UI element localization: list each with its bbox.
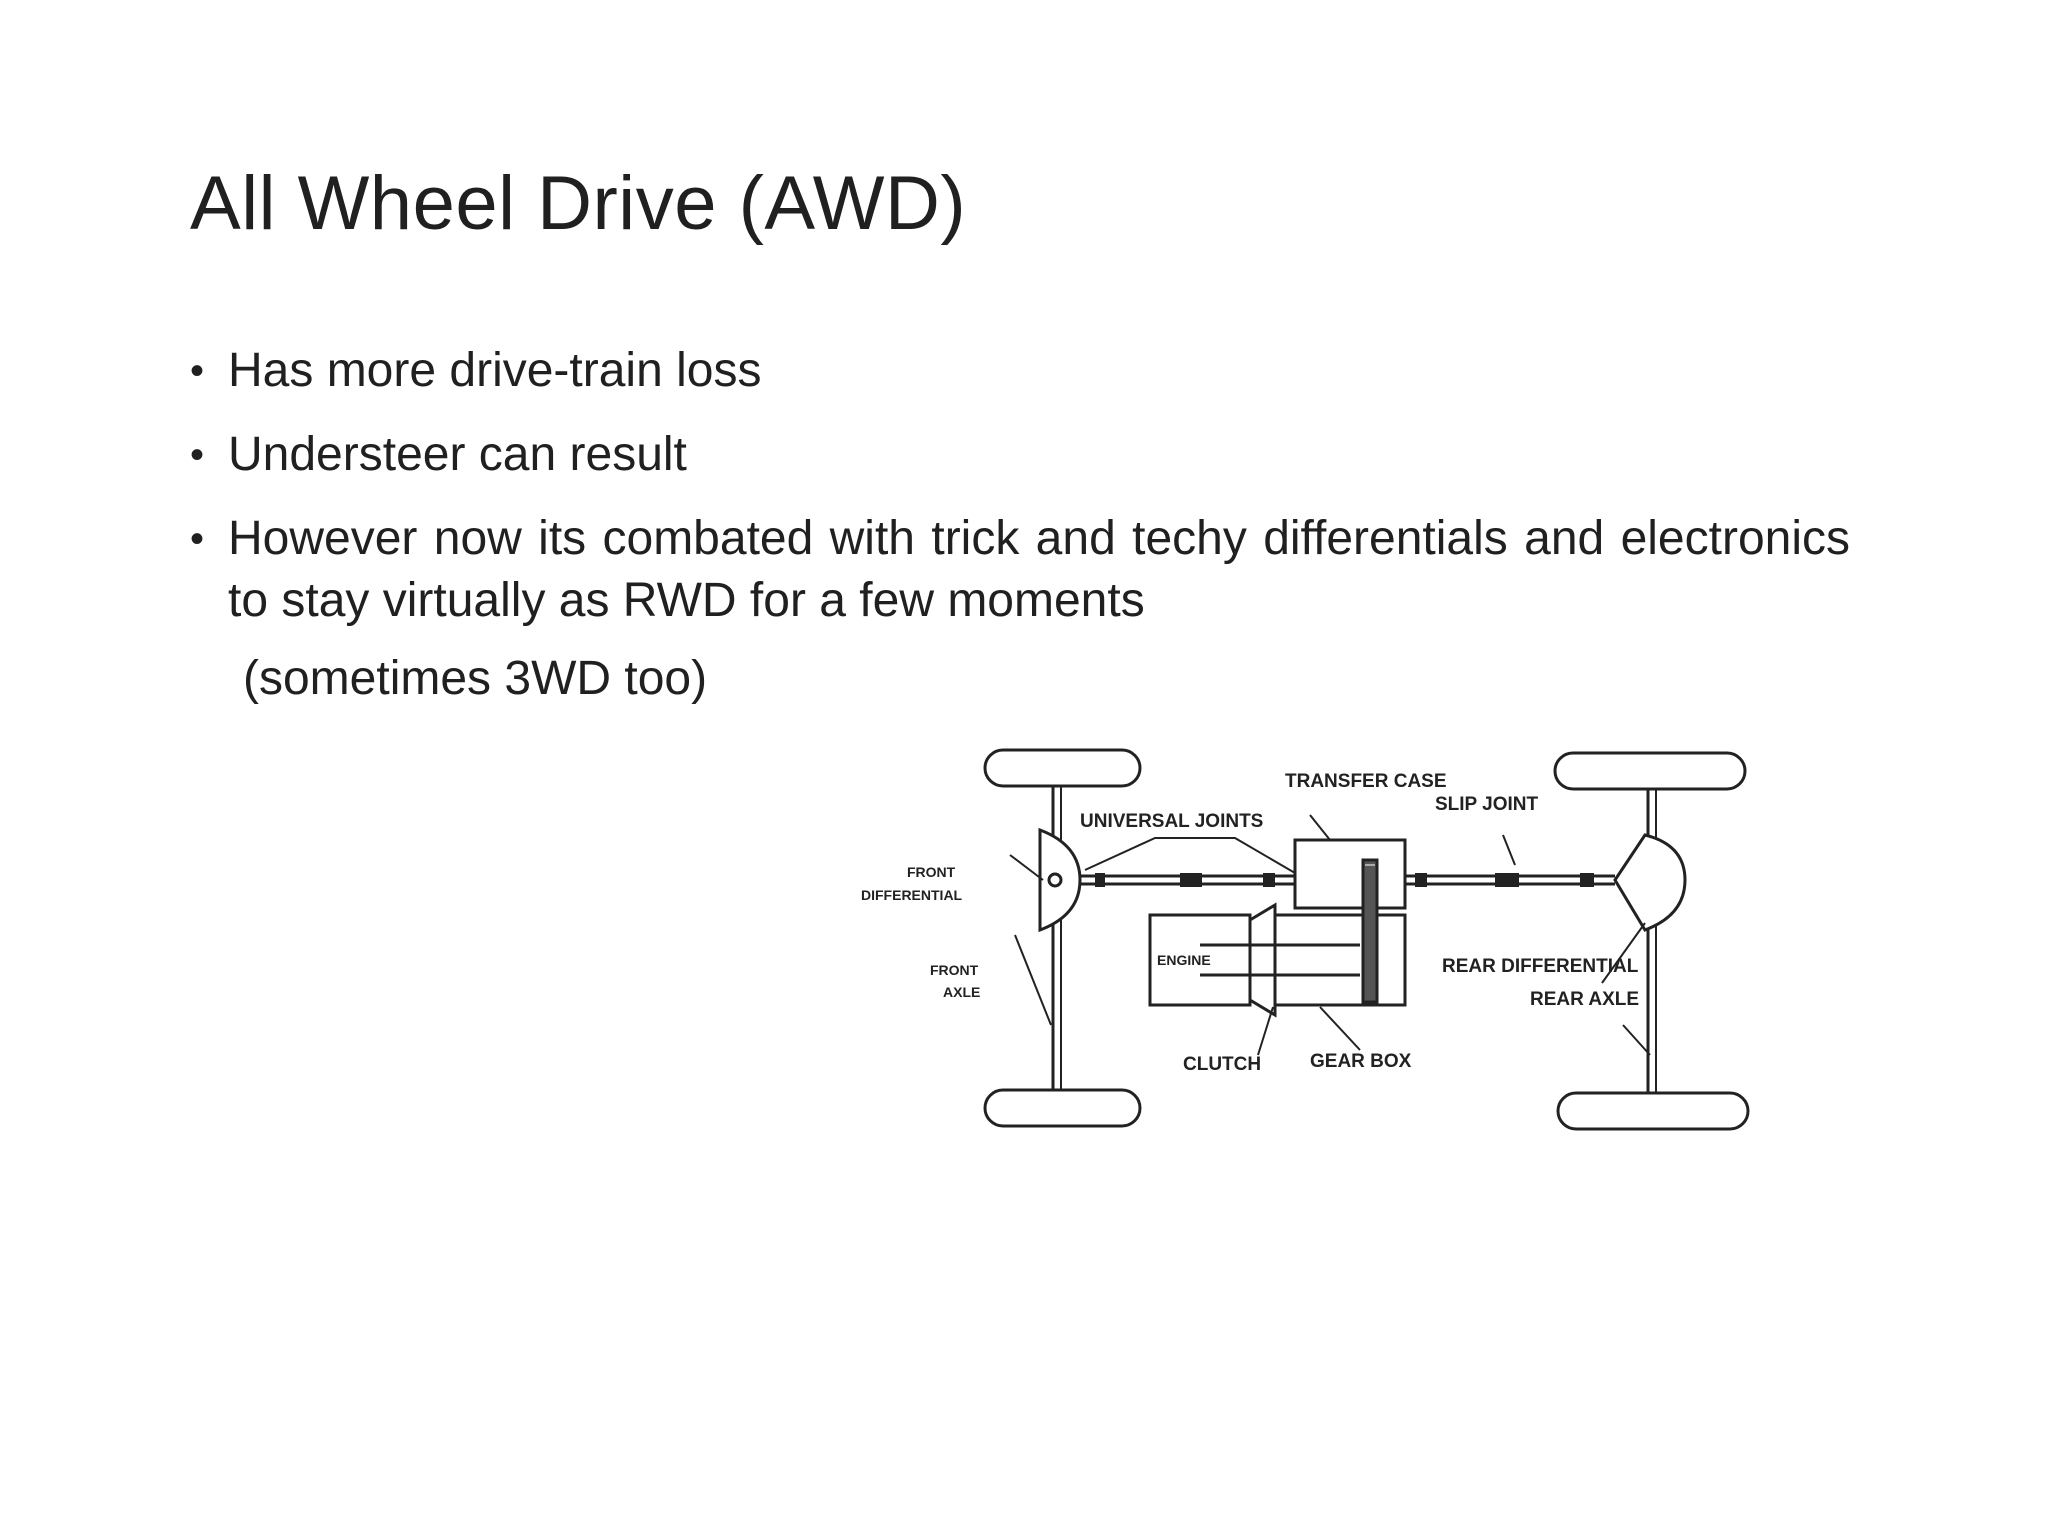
drivetrain-svg: TRANSFER CASE SLIP JOINT UNIVERSAL JOINT… bbox=[861, 748, 1750, 1131]
engine bbox=[1148, 913, 1252, 1007]
bullet-icon: • bbox=[190, 517, 205, 561]
front-differential-label-2: DIFFERENTIAL bbox=[861, 887, 963, 903]
bullet-text: Understeer can result bbox=[228, 428, 687, 481]
front-axle-label-2: AXLE bbox=[943, 984, 980, 1000]
slide-title: All Wheel Drive (AWD) bbox=[190, 161, 967, 246]
slip-joint-label: SLIP JOINT bbox=[1435, 794, 1539, 815]
engine-label: ENGINE bbox=[1157, 952, 1211, 968]
bullet-text: Has more drive-train loss bbox=[228, 344, 762, 397]
note-text: (sometimes 3WD too) bbox=[243, 652, 708, 705]
rear-left-wheel bbox=[1553, 751, 1747, 791]
rear-differential-label: REAR DIFFERENTIAL bbox=[1442, 956, 1639, 977]
front-left-wheel bbox=[983, 748, 1142, 788]
universal-joints-label: UNIVERSAL JOINTS bbox=[1080, 811, 1263, 832]
clutch-label: CLUTCH bbox=[1183, 1054, 1261, 1075]
front-differential-label-1: FRONT bbox=[907, 864, 956, 880]
rear-right-wheel bbox=[1556, 1091, 1750, 1131]
transfer-case-label: TRANSFER CASE bbox=[1285, 771, 1447, 792]
clutch bbox=[1248, 902, 1277, 1018]
bullet-list: • Has more drive-train loss • Understeer… bbox=[190, 340, 1850, 654]
awd-drivetrain-diagram: TRANSFER CASE SLIP JOINT UNIVERSAL JOINT… bbox=[855, 735, 1775, 1145]
bullet-text: However now its combated with trick and … bbox=[228, 512, 1850, 627]
front-right-wheel bbox=[983, 1088, 1142, 1128]
rear-axle-label: REAR AXLE bbox=[1530, 989, 1639, 1010]
bullet-item: • Has more drive-train loss bbox=[190, 340, 1850, 402]
transfer-case bbox=[1293, 838, 1407, 910]
bullet-item: • Understeer can result bbox=[190, 424, 1850, 486]
rear-differential bbox=[1613, 833, 1687, 932]
bullet-item: • However now its combated with trick an… bbox=[190, 508, 1850, 632]
bullet-icon: • bbox=[190, 433, 205, 477]
bullet-icon: • bbox=[190, 349, 205, 393]
gear-box bbox=[1273, 913, 1407, 1007]
gear-box-label: GEAR BOX bbox=[1310, 1051, 1412, 1072]
front-axle-label-1: FRONT bbox=[930, 962, 979, 978]
